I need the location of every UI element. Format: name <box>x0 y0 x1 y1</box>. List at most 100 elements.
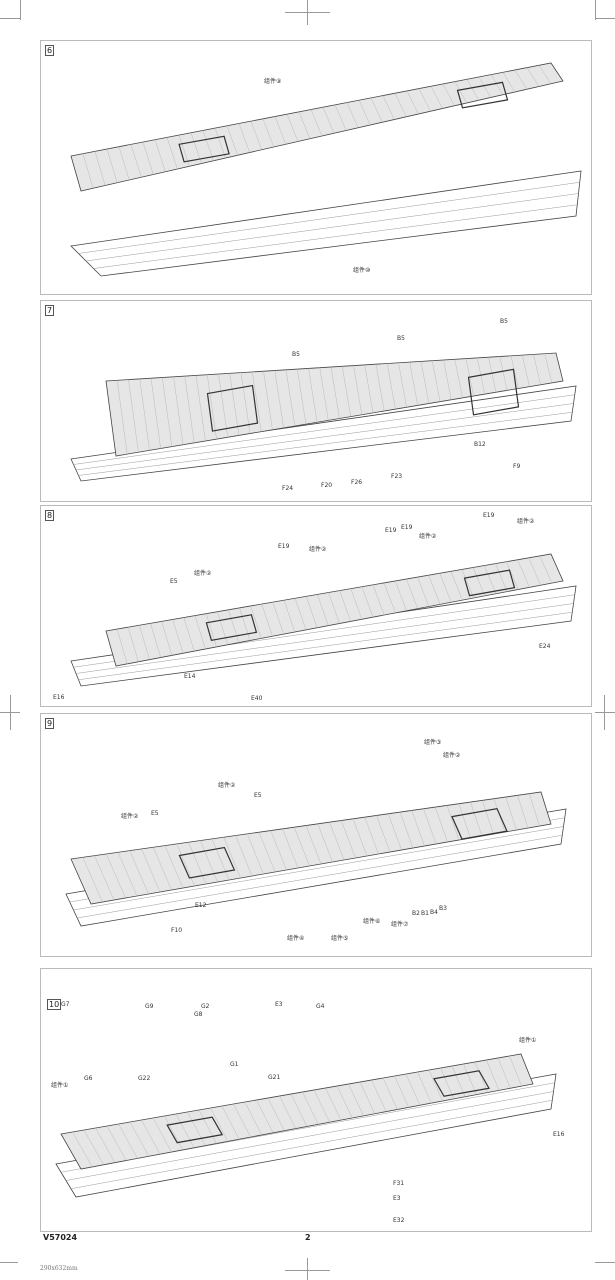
deck-plank-line <box>150 623 161 658</box>
deck-plank-line <box>506 561 519 590</box>
carrier-assembly-drawing <box>65 791 567 927</box>
deck-plank-line <box>313 1089 330 1123</box>
deck-plank-line <box>250 121 262 150</box>
deck-plank-line <box>361 586 374 618</box>
deck-plank-line <box>336 1085 353 1119</box>
deck-plank-line <box>454 359 463 398</box>
deck-plank-line <box>117 380 128 455</box>
deck-plank-line <box>461 569 474 599</box>
hull-strake-line <box>65 1091 554 1181</box>
hull-outline <box>70 385 577 482</box>
part-label: G8 <box>194 1011 203 1018</box>
hull-strake-line <box>75 403 574 471</box>
deck-plank-line <box>308 368 318 423</box>
flight-deck <box>70 791 552 905</box>
part-label: 组件⑩ <box>353 267 371 274</box>
deck-plank-line <box>238 123 250 153</box>
deck-plank-line <box>139 625 150 660</box>
deck-plank-line <box>341 820 356 859</box>
hull-strake-line <box>75 603 574 674</box>
deck-plank-line <box>306 596 318 628</box>
part-label: E3 <box>393 1195 401 1202</box>
hull-strake-line <box>78 182 580 254</box>
deck-plank-line <box>484 565 497 594</box>
deck-plank-line <box>430 86 443 109</box>
step-10-panel: 10 G7 G9 G8 G2 E3 G4 G6 G22 G1 G21 组件① 组… <box>40 968 592 1232</box>
deck-plank-line <box>247 833 264 875</box>
deck-plank-line <box>458 803 471 839</box>
part-label: B5 <box>500 318 508 325</box>
flight-deck-and-hull-exploded-drawing <box>70 62 582 277</box>
deck-plank-line <box>142 141 154 175</box>
part-label: G21 <box>268 1074 281 1081</box>
deck-plank-line <box>106 148 118 183</box>
part-label: B2 <box>412 910 420 917</box>
elevator-outline <box>451 807 508 840</box>
deck-plank-line <box>529 793 540 827</box>
sheet-size: 290x632mm <box>40 1265 78 1272</box>
elevator-outline <box>205 614 258 641</box>
deck-plank-line <box>474 1061 489 1093</box>
crop-mark <box>595 1262 615 1263</box>
deck-plank-line <box>286 114 299 142</box>
deck-plank-line <box>526 67 540 87</box>
deck-plank-line <box>188 842 207 885</box>
part-label: E12 <box>195 902 207 909</box>
deck-plank-line <box>153 847 172 891</box>
deck-plank-line <box>317 823 333 863</box>
deck-plank-line <box>440 1067 455 1099</box>
part-label: 组件② <box>194 570 212 577</box>
part-label: B5 <box>397 335 405 342</box>
part-label: E24 <box>539 643 551 650</box>
part-label: E32 <box>393 1217 405 1224</box>
deck-plank-line <box>154 139 166 172</box>
deck-plank-line <box>533 354 541 385</box>
deck-plank-line <box>538 65 552 84</box>
deck-plank-line <box>364 364 374 413</box>
deck-plank-line <box>417 577 430 607</box>
deck-plank-line <box>235 835 253 877</box>
deck-plank-line <box>330 366 340 419</box>
deck-plank-line <box>346 102 359 128</box>
deck-plank-line <box>322 107 335 134</box>
deck-plank-line <box>290 1093 308 1127</box>
deck-plank-line <box>406 90 419 115</box>
carrier-assembly-drawing <box>70 352 577 482</box>
deck-plank-line <box>106 1125 127 1161</box>
deck-plank-line <box>358 100 371 126</box>
deck-plank-line <box>183 617 195 652</box>
deck-plank-line <box>470 801 483 837</box>
deck-plank-line <box>497 1057 511 1089</box>
part-label: 组件⑥ <box>363 918 381 925</box>
deck-plank-line <box>510 355 519 389</box>
deck-plank-line <box>359 1081 376 1114</box>
deck-plank-line <box>420 361 430 404</box>
deck-plank-line <box>118 1123 138 1159</box>
deck-plank-line <box>239 607 251 641</box>
deck-plank-line <box>387 363 396 410</box>
deck-plank-line <box>150 378 161 449</box>
deck-plank-line <box>173 376 184 445</box>
deck-plank-line <box>282 828 299 869</box>
deck-plank-line <box>517 795 529 829</box>
elevator-outline <box>463 569 516 597</box>
deck-plank-line <box>262 118 275 148</box>
deck-plank-line <box>214 128 226 159</box>
part-label: B5 <box>292 351 300 358</box>
deck-plank-line <box>398 362 407 408</box>
deck-plank-line <box>190 132 202 164</box>
deck-plank-line <box>141 1119 161 1155</box>
deck-plank-line <box>544 353 553 383</box>
deck-plank-line <box>205 613 217 647</box>
deck-plank-line <box>417 1071 432 1104</box>
deck-plank-line <box>202 130 214 161</box>
deck-plank-line <box>371 1079 387 1112</box>
elevator-outline <box>456 81 509 109</box>
elevator-outline <box>206 384 259 432</box>
deck-plank-line <box>94 151 106 186</box>
part-label: G9 <box>145 1003 154 1010</box>
deck-plank-line <box>522 355 530 387</box>
deck-plank-line <box>394 1075 409 1108</box>
deck-plank-line <box>285 369 296 427</box>
deck-plank-line <box>405 1073 421 1106</box>
